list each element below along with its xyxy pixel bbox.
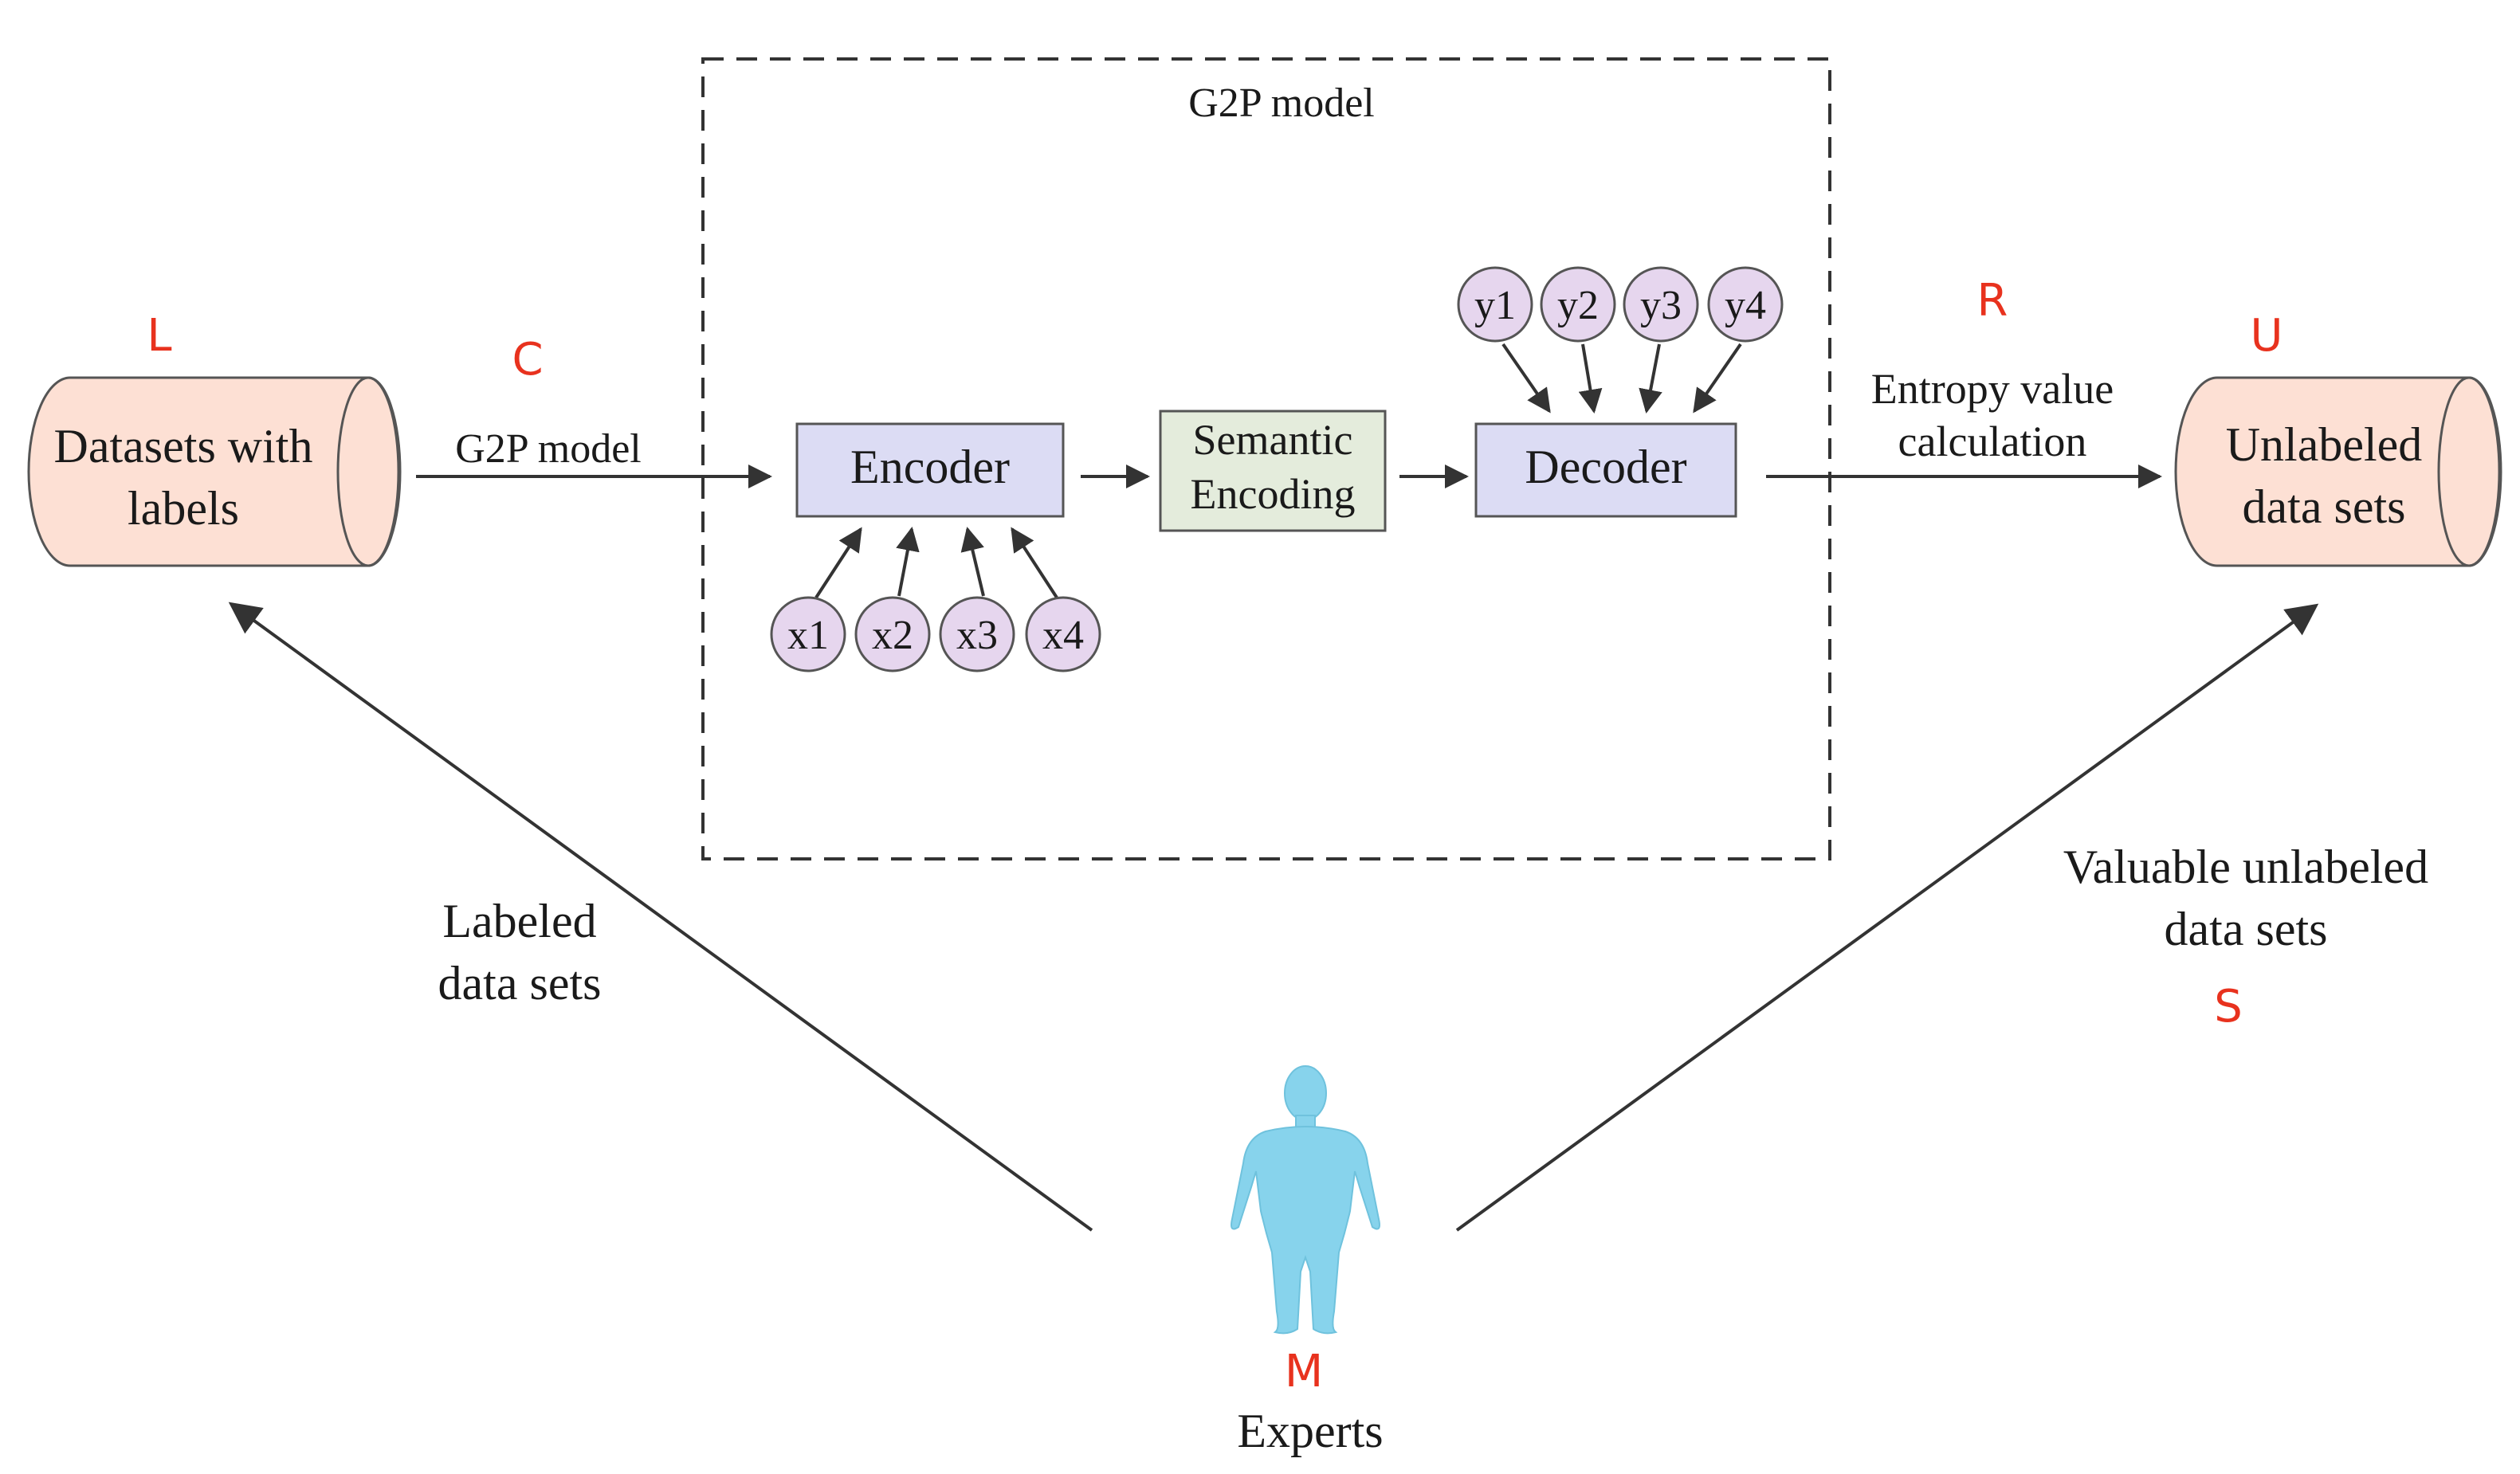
- code-c: C: [512, 334, 543, 386]
- input-token: x1: [770, 527, 862, 672]
- output-arrow-line1: Entropy value: [1871, 365, 2114, 413]
- semantic-encoding-box: Semantic Encoding: [1159, 410, 1387, 532]
- g2p-model-box: G2P model: [701, 57, 1831, 860]
- output-token-label: y3: [1640, 283, 1682, 328]
- code-u: U: [2251, 310, 2283, 362]
- code-s: S: [2214, 981, 2243, 1033]
- unlabeled-line1: Unlabeled: [2226, 418, 2423, 471]
- input-token: x4: [1011, 527, 1101, 672]
- semantic-line1: Semantic: [1193, 416, 1353, 464]
- datasets-with-labels-line2: labels: [128, 482, 239, 535]
- input-arrow: G2P model C: [416, 334, 772, 488]
- input-tokens: x1 x2 x3 x4: [770, 527, 1101, 672]
- input-token-label: x3: [956, 613, 998, 658]
- unlabeled-line2: data sets: [2243, 480, 2406, 533]
- output-token: y3: [1623, 266, 1699, 414]
- valuable-arrow-line1: Valuable unlabeled: [2063, 841, 2428, 893]
- expert-figure-icon: [1231, 1065, 1380, 1335]
- input-token: x3: [939, 527, 1015, 672]
- code-l: L: [147, 310, 171, 362]
- encoder-box: Encoder: [795, 422, 1065, 518]
- output-arrow-line2: calculation: [1898, 418, 2087, 465]
- input-token-label: x2: [872, 613, 913, 658]
- output-token-label: y2: [1557, 283, 1599, 328]
- code-m: M: [1285, 1346, 1323, 1398]
- output-token-label: y4: [1725, 283, 1766, 328]
- experts-label: Experts: [1237, 1405, 1383, 1457]
- output-token: y4: [1693, 266, 1784, 414]
- output-token: y1: [1457, 266, 1551, 414]
- output-token-label: y1: [1474, 283, 1516, 328]
- input-arrow-label: G2P model: [455, 426, 642, 472]
- labeled-arrow-line2: data sets: [438, 957, 602, 1009]
- valuable-unlabeled-arrow: Valuable unlabeled data sets S: [1455, 603, 2428, 1232]
- g2p-model-title: G2P model: [1188, 80, 1375, 126]
- encoder-label: Encoder: [850, 441, 1010, 493]
- output-arrow: Entropy value calculation R: [1766, 275, 2162, 488]
- code-r: R: [1977, 275, 2008, 327]
- labeled-data-sets-arrow: Labeled data sets: [228, 602, 1093, 1232]
- labeled-arrow-line1: Labeled: [442, 895, 596, 947]
- unlabeled-data-sets-cylinder: Unlabeled data sets: [2174, 376, 2502, 567]
- input-token-label: x1: [787, 613, 829, 658]
- output-tokens: y1 y2 y3 y4: [1457, 266, 1784, 414]
- input-token-label: x4: [1042, 613, 1084, 658]
- datasets-with-labels-cylinder: Datasets with labels: [27, 376, 402, 567]
- semantic-line2: Encoding: [1191, 470, 1356, 518]
- decoder-box: Decoder: [1474, 422, 1737, 518]
- datasets-with-labels-line1: Datasets with: [54, 420, 313, 472]
- valuable-arrow-line2: data sets: [2165, 903, 2328, 955]
- input-token: x2: [854, 527, 931, 672]
- output-token: y2: [1540, 266, 1616, 414]
- decoder-label: Decoder: [1525, 441, 1686, 493]
